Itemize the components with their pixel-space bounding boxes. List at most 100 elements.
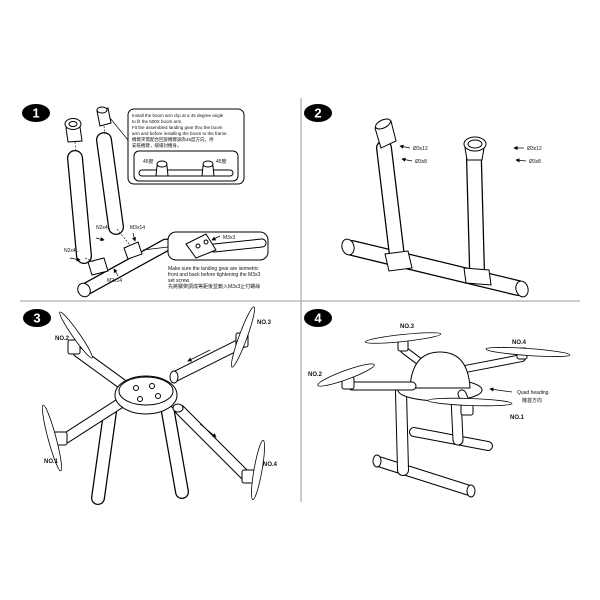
landing-leg-left [91,405,117,505]
screw-icon [401,157,413,162]
propeller-no4 [485,347,571,357]
propeller-no2 [317,363,375,387]
motor-label-no1: NO.1 [510,415,525,421]
arm-no4 [456,347,571,374]
screw-label-n2x4l-lower: N2x4L [64,248,79,254]
arm-end-no3 [169,370,179,384]
skid-mount-left [384,250,413,272]
screw-icon [95,237,105,242]
skid-end-cap [341,238,355,256]
landing-leg-tube-left [376,140,405,264]
landing-leg-tube-left [67,150,92,264]
step-number: 2 [314,106,321,121]
step3-badge: 3 [23,309,51,327]
step-number: 3 [33,311,40,326]
propeller-no2 [59,311,93,359]
callout-pointer [109,117,129,141]
skid-end-cap [372,454,382,468]
callout-inset-skid: 45度 45度 [133,150,239,182]
motor-label-no1: NO.1 [44,459,59,465]
step1-panel: 1 [22,104,269,298]
callout-line: Make sure the landing gear are isometric [168,266,259,272]
screw-icon [69,257,81,262]
step-number: 1 [32,106,39,121]
arrow-icon [187,349,211,362]
arm-no3 [169,306,255,384]
step-badge-shape [22,104,50,122]
motor-label-no2: NO.2 [308,372,323,378]
step3-panel: 3 [23,306,278,505]
landing-skid [81,238,173,295]
motor-no2 [67,339,81,355]
callout-box-bottom: M3x3 [167,231,269,261]
skid-end-cap [77,282,91,298]
motor-label-no4: NO.4 [263,462,278,468]
motor-label-no3: NO.3 [400,324,415,330]
landing-skid [344,240,526,296]
guide-line [74,141,77,153]
skid-end-cap [466,484,476,498]
callout-line: to fit the 500X boom arm. [132,119,183,124]
screw-label-right-short: Ø3x8 [529,159,541,165]
step-badge-shape [304,104,332,122]
callout-pointer [142,246,169,251]
guide-line [103,125,106,135]
callout-line: arm and before installing the boom to th… [132,131,228,136]
landing-leg-right [161,405,189,499]
callout-line: front and back before tightening the M3x… [168,272,261,278]
step4-badge: 4 [304,309,332,327]
step4-panel: 4 [304,309,571,498]
boom-clip-left [374,118,397,149]
screw-icon [113,268,119,277]
skid-mount-front [87,257,109,276]
screw-icon [515,158,527,163]
propeller-no4 [251,440,265,500]
motor-label-no2: NO.2 [55,336,70,342]
set-screw-icon [211,235,221,241]
screw-label-left-short: Ø3x8 [415,159,427,165]
screw-label-m2x14: M2x14 [107,278,122,284]
screw-label-m3x3: M3x3 [223,235,235,241]
propeller-no1 [41,404,63,472]
arrow-icon [199,423,217,438]
arm-no4 [172,403,265,500]
step2-panel: 2 Ø3x12 Ø3x8 [304,104,542,298]
landing-skid-rear [409,427,493,451]
skid-clamp [185,233,217,259]
angle-label-left: 45度 [143,158,154,165]
heading-arrow-icon [489,387,513,393]
heading-label-zh: 機首方向 [522,397,542,404]
callout-line: 先將腳架調成等距後並鎖入M3x3止付螺絲 [168,283,260,290]
screw-label-left-long: Ø3x12 [413,146,428,152]
callout-line: 安裝機臂，緩緩封機身。 [132,142,182,149]
propeller-no1 [427,397,513,407]
step-badge-shape [23,309,51,327]
motor-label-no3: NO.3 [257,320,272,326]
boom-clip-left [64,118,83,143]
skid-mount-rear [123,241,143,260]
screw-icon [132,232,137,242]
arm-no2 [59,311,128,390]
arm-end-no4 [172,403,184,413]
callout-line: set screw. [168,278,190,284]
inset-clip-left-ring [156,160,168,168]
heading-label-en: Quad heading. [517,390,550,396]
angle-label-right: 45度 [216,158,227,165]
screw-icon [399,144,411,149]
arm-no1 [41,396,128,472]
inset-clip-right-ring [202,160,214,168]
callout-line: Install the boom arm clip at a 45 degree… [132,113,224,118]
propeller-no3 [231,306,255,368]
motor-label-no4: NO.4 [512,340,527,346]
callout-line: 機臂夾需配合回旋機臂調為45度方向，待 [132,136,214,143]
callout-line: Fit the assembled landing gear thru the … [132,125,223,130]
arm-no2 [317,363,417,391]
landing-leg-tube-right [96,132,124,235]
skid-end-cap [515,280,529,298]
center-frame [114,375,178,415]
step2-badge: 2 [304,104,332,122]
guide-line [84,257,95,263]
landing-leg-tube-right [466,152,485,278]
arm-no1 [427,389,513,416]
propeller-no3 [364,332,442,344]
